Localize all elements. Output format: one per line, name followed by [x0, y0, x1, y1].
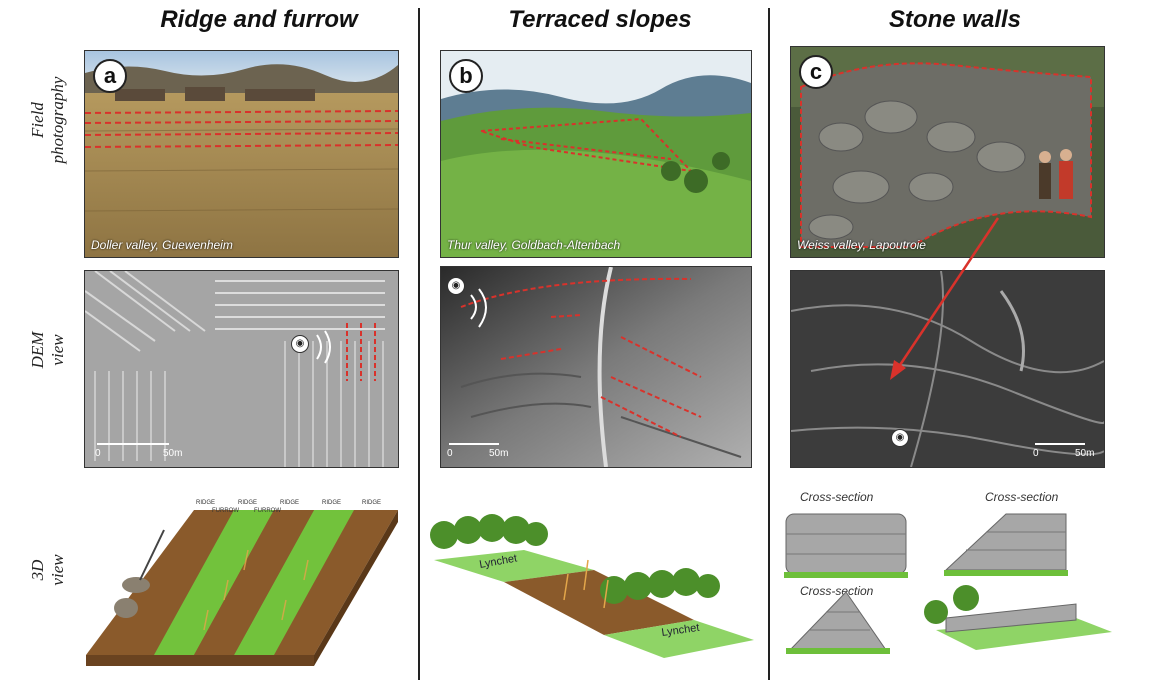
column-divider-2	[768, 8, 770, 680]
svg-text:FURROW: FURROW	[212, 508, 239, 514]
cross-section-label-2: Cross-section	[985, 490, 1059, 504]
svg-text:RIDGE: RIDGE	[362, 500, 381, 506]
photo-caption-b: Thur valley, Goldbach-Altenbach	[447, 238, 621, 252]
camera-icon: ◉	[891, 429, 909, 447]
panel-badge-a: a	[93, 59, 127, 93]
row-label-dem: DEM view	[28, 331, 67, 369]
row-label-3d: 3D view	[28, 554, 67, 586]
camera-icon: ◉	[447, 277, 465, 295]
photo-ridge-furrow: a Doller valley, Guewenheim	[84, 50, 399, 258]
column-title-ridge: Ridge and furrow	[160, 6, 358, 33]
photo-terraced-slopes: b Thur valley, Goldbach-Altenbach	[440, 50, 752, 258]
3d-stone-walls	[784, 513, 1112, 654]
cross-section-label-1: Cross-section	[800, 490, 874, 504]
column-title-walls: Stone walls	[888, 6, 1022, 33]
location-arrow	[890, 217, 1000, 380]
photo-stone-walls: c Weiss valley, Lapoutroie	[790, 46, 1105, 258]
svg-text:RIDGE: RIDGE	[280, 500, 299, 506]
svg-text:RIDGE: RIDGE	[238, 500, 257, 506]
dem-ridge-furrow: ◉ 0 50m	[84, 270, 399, 468]
photo-caption-a: Doller valley, Guewenheim	[91, 238, 233, 252]
column-divider-1	[418, 8, 420, 680]
3d-ridge-furrow: RIDGE RIDGE RIDGE RIDGE RIDGE FURROW FURROW	[86, 500, 398, 666]
camera-icon: ◉	[291, 335, 309, 353]
svg-text:RIDGE: RIDGE	[322, 500, 341, 506]
cross-section-label-3: Cross-section	[800, 584, 874, 598]
svg-text:RIDGE: RIDGE	[196, 500, 215, 506]
svg-text:FURROW: FURROW	[254, 508, 281, 514]
column-title-terraces: Terraced slopes	[508, 6, 692, 33]
dem-stone-walls: ◉ 0 50m	[790, 270, 1105, 468]
photo-caption-c: Weiss valley, Lapoutroie	[797, 238, 926, 252]
panel-badge-b: b	[449, 59, 483, 93]
3d-terraced-slopes: Lynchet Lynchet	[430, 514, 754, 658]
dem-terraced-slopes: ◉ 0 50m	[440, 266, 752, 468]
svg-text:Lynchet: Lynchet	[661, 622, 700, 639]
row-label-field: Field photography	[28, 76, 67, 164]
panel-badge-c: c	[799, 55, 833, 89]
